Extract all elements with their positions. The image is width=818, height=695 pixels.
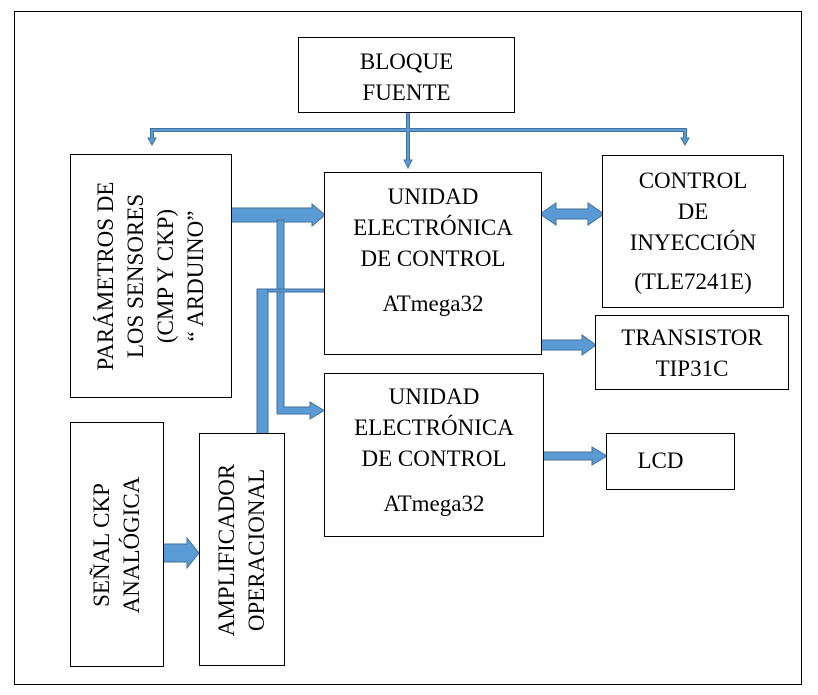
block-line: FUENTE [362,80,451,105]
block-line: BLOQUE [359,49,454,74]
diagram-frame [14,11,802,685]
block-line: CONTROL [638,168,748,193]
block-line: DE CONTROL [360,246,506,271]
block-line: PARÁMETROS DE [93,181,118,371]
block-line: LCD [637,448,684,473]
block-line: OPERACIONAL [244,468,269,631]
block-unidad-electronica-1: UNIDAD ELECTRÓNICA DE CONTROL ATmega32 [324,172,542,355]
arrow-sensores-ecu1 [230,202,326,228]
chip-label: ATmega32 [382,291,484,316]
block-line: AMPLIFICADOR [214,463,239,636]
chip-label: (TLE7241E) [634,269,752,294]
arrow-ecu1-transistor [537,334,597,356]
block-unidad-electronica-2: UNIDAD ELECTRÓNICA DE CONTROL ATmega32 [324,373,544,537]
block-line: DE CONTROL [361,446,507,471]
block-control-inyeccion: CONTROL DE INYECCIÓN (TLE7241E) [602,155,784,308]
block-lcd: LCD [606,433,735,490]
block-line: LOS SENSORES [123,193,148,359]
vertical-label: AMPLIFICADOR OPERACIONAL [212,463,272,636]
block-line: INYECCIÓN [629,230,757,255]
block-line: ELECTRÓNICA [353,215,513,240]
arrow-branch-ecu2 [276,219,325,420]
block-line: “ ARDUINO” [183,210,208,342]
block-line: (CMP Y CKP) [153,208,178,344]
vertical-label: PARÁMETROS DE LOS SENSORES (CMP Y CKP) “… [91,182,211,371]
block-line: UNIDAD [388,384,480,409]
arrow-ecu1-inyeccion [539,202,605,226]
block-line: TRANSISTOR [621,325,763,350]
arrow-ecu2-lcd [539,446,608,466]
block-amplificador: AMPLIFICADOR OPERACIONAL [199,433,285,666]
block-senal-ckp: SEÑAL CKP ANALÓGICA [70,422,164,667]
block-transistor: TRANSISTOR TIP31C [595,315,789,390]
block-line: DE [677,199,709,224]
block-line: UNIDAD [387,184,479,209]
block-parametros-sensores: PARÁMETROS DE LOS SENSORES (CMP Y CKP) “… [70,154,232,398]
block-line: ELECTRÓNICA [354,415,514,440]
block-line: SEÑAL CKP [89,482,114,607]
chip-label: ATmega32 [383,491,485,516]
block-line: ANALÓGICA [119,476,144,613]
block-bloque-fuente: BLOQUE FUENTE [298,37,515,113]
arrow-senal-amplificador [162,536,200,570]
power-line-main [147,111,690,170]
block-line: TIP31C [655,356,729,381]
vertical-label: SEÑAL CKP ANALÓGICA [87,476,147,613]
